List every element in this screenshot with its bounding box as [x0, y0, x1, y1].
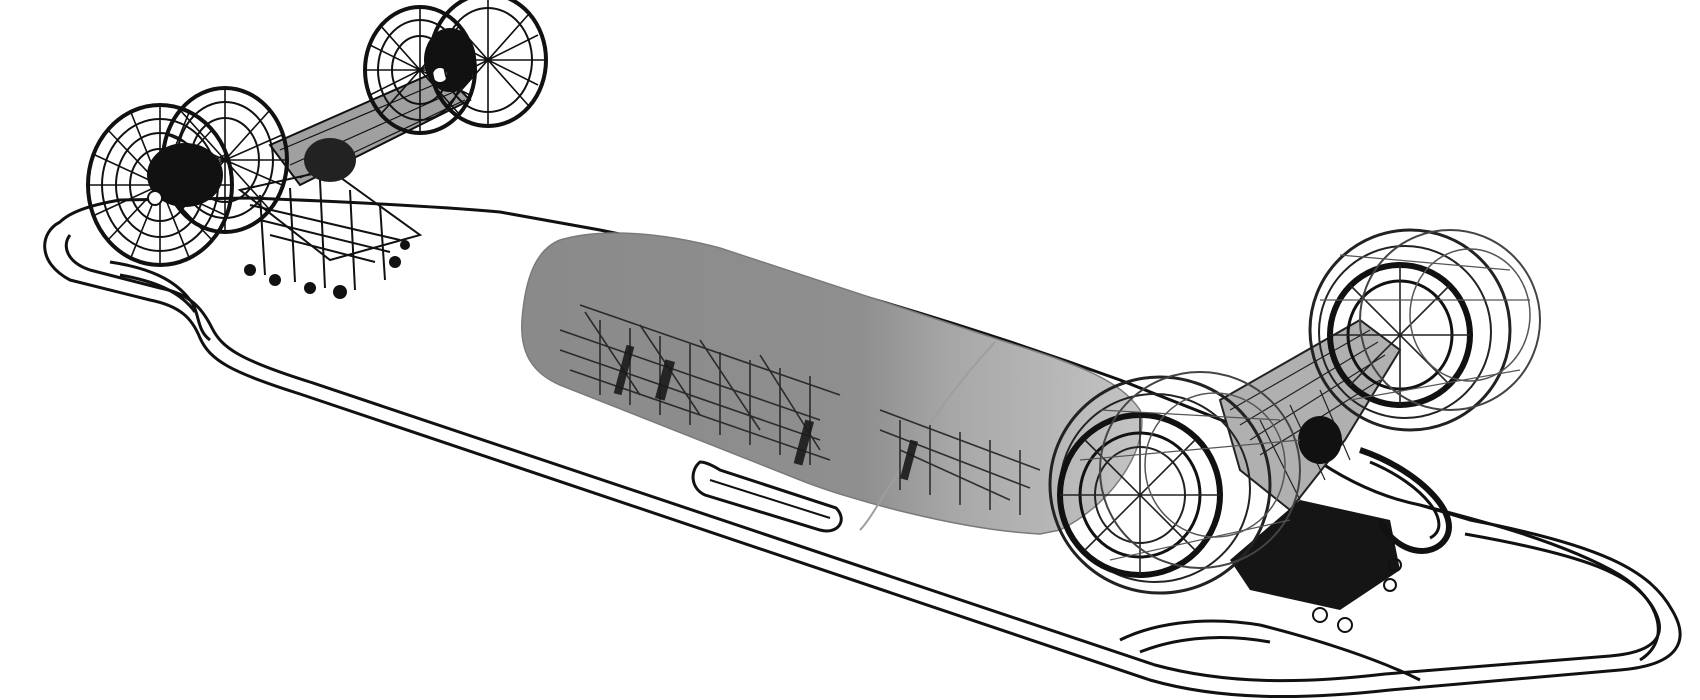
front-motor-hole [1298, 416, 1342, 464]
deck-outer-edge [43, 196, 1682, 699]
front-baseplate-bolts [1312, 558, 1402, 633]
enclosure-internal-frame [559, 304, 1041, 515]
front-baseplate [1230, 500, 1400, 610]
front-truck-assembly [1048, 228, 1541, 633]
rear-motor [304, 138, 356, 182]
rear-truck-assembly [86, 0, 548, 299]
front-motor-cable [1359, 447, 1452, 554]
battery-enclosure [521, 232, 1143, 535]
rear-baseplate [237, 168, 423, 291]
rear-wheel-right-outer [428, 0, 548, 128]
deck [43, 196, 1682, 699]
front-truck-hanger [1218, 318, 1402, 512]
deck-rail-right [1419, 503, 1660, 662]
rear-wheel-left-outer [161, 86, 289, 234]
rear-wheel-right [363, 5, 477, 135]
deck-kicktail-curve [109, 260, 211, 342]
deck-handle-slot [691, 460, 843, 533]
rear-wheel-left [86, 103, 234, 267]
deck-nose-curve [1119, 619, 1421, 682]
deck-nose-curve-2 [1139, 635, 1271, 654]
deck-kicktail-curve-2 [119, 273, 197, 313]
enclosure-dark-blocks [613, 344, 919, 481]
rear-bolts [244, 240, 410, 299]
front-wheel-right [1308, 228, 1541, 432]
front-wheel-left [1048, 371, 1301, 595]
